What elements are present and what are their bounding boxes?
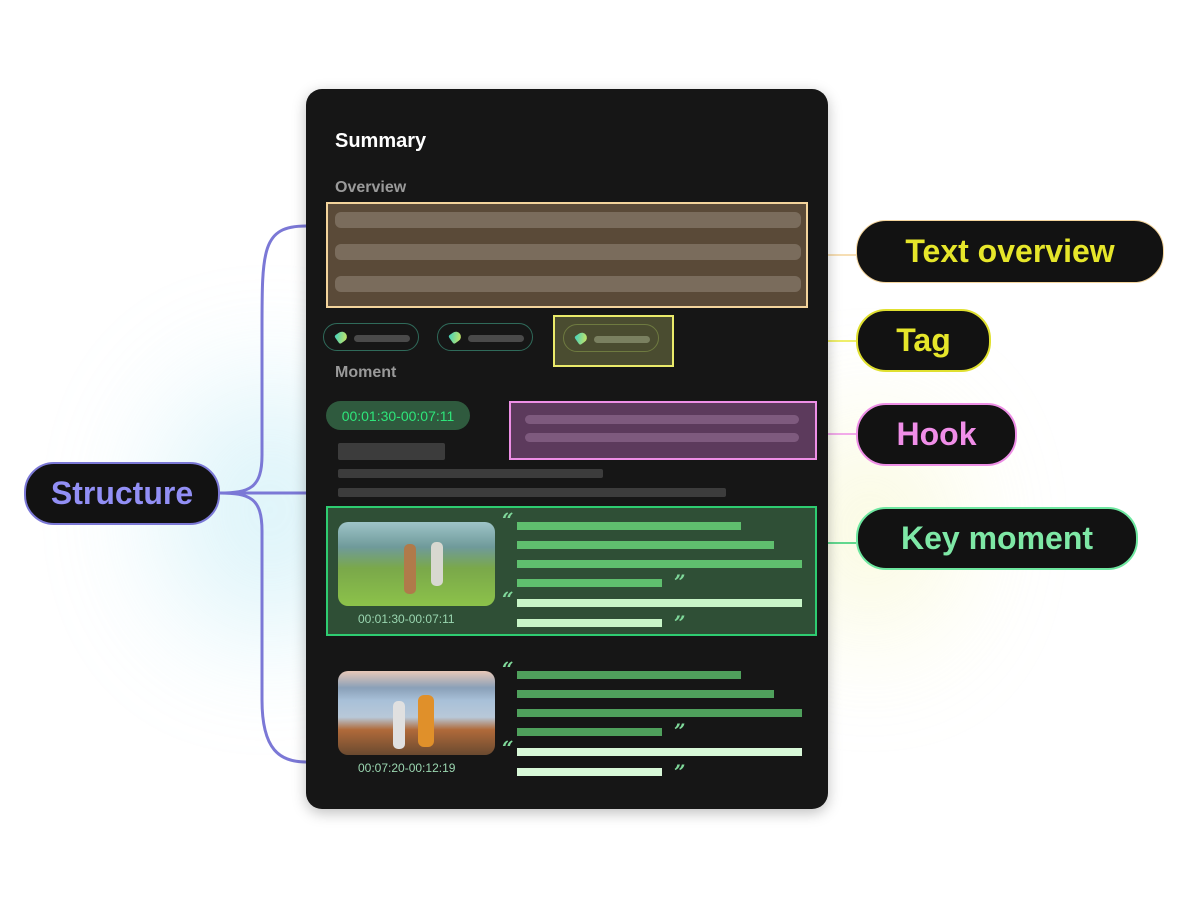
callout-text-overview: Text overview [856, 220, 1164, 283]
hiker-figure [404, 544, 416, 594]
tag-highlight [553, 315, 674, 367]
tag-chip[interactable] [323, 323, 419, 351]
quote-line [517, 579, 662, 587]
overview-heading: Overview [335, 179, 407, 196]
hiker-figure [418, 695, 434, 747]
quote-line [517, 690, 774, 698]
moment-title-placeholder [338, 443, 445, 460]
tag-text-placeholder [594, 336, 650, 343]
tag-text-placeholder [468, 335, 524, 342]
hook-text-line [525, 415, 799, 424]
moment-heading: Moment [335, 364, 397, 381]
quote-line [517, 541, 774, 549]
tag-text-placeholder [354, 335, 410, 342]
summary-title: Summary [335, 130, 427, 152]
tag-chip[interactable] [563, 324, 659, 352]
quote-line [517, 671, 741, 679]
moment-text-line [338, 469, 603, 478]
summary-card: Summary Overview Moment 00:01:30-00:07:1… [306, 89, 828, 809]
overview-highlight [326, 202, 808, 308]
hiker-figure [393, 701, 405, 749]
overview-text-line [335, 276, 801, 292]
quote-line [517, 709, 802, 717]
quote-line [517, 560, 802, 568]
tag-icon [448, 329, 463, 345]
tag-chip[interactable] [437, 323, 533, 351]
quote-line [517, 619, 662, 627]
key-moment-time: 00:07:20-00:12:19 [358, 761, 456, 775]
key-moment-thumbnail[interactable] [338, 522, 495, 606]
callout-tag: Tag [856, 309, 991, 372]
moment-text-line [338, 488, 726, 497]
callout-structure: Structure [24, 462, 220, 525]
open-quote-icon: “ [502, 657, 514, 681]
callout-hook: Hook [856, 403, 1017, 466]
quote-line [517, 599, 802, 607]
tag-icon [574, 330, 589, 346]
quote-line [517, 768, 662, 776]
quote-line [517, 728, 662, 736]
moment-time-badge[interactable]: 00:01:30-00:07:11 [326, 401, 470, 430]
open-quote-icon: “ [502, 508, 514, 532]
key-moment-thumbnail[interactable] [338, 671, 495, 755]
quote-line [517, 522, 741, 530]
quote-line [517, 748, 802, 756]
callout-key-moment: Key moment [856, 507, 1138, 570]
open-quote-icon: “ [502, 587, 514, 611]
hook-text-line [525, 433, 799, 442]
tag-icon [334, 329, 349, 345]
close-quote-icon: ” [674, 611, 686, 635]
overview-text-line [335, 212, 801, 228]
open-quote-icon: “ [502, 736, 514, 760]
close-quote-icon: ” [674, 760, 686, 784]
hiker-figure [431, 542, 443, 586]
close-quote-icon: ” [674, 570, 686, 594]
overview-text-line [335, 244, 801, 260]
close-quote-icon: ” [674, 719, 686, 743]
hook-highlight [509, 401, 817, 460]
structure-brace [218, 224, 307, 764]
key-moment-time: 00:01:30-00:07:11 [358, 612, 455, 626]
